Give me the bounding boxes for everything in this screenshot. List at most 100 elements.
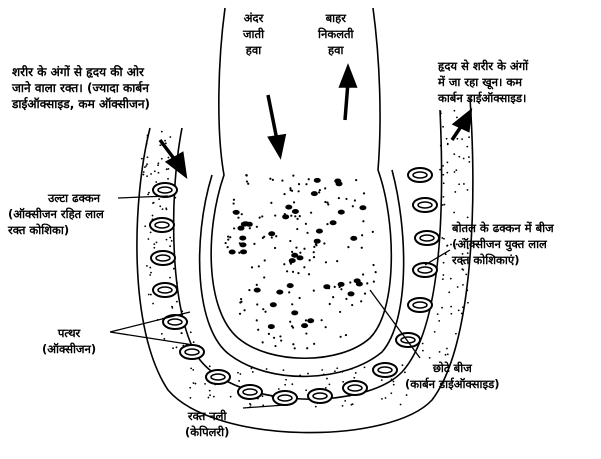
capillary-dot <box>328 383 331 386</box>
stone-oxygen <box>337 281 345 287</box>
label-line: छोटे बीज <box>432 361 472 375</box>
label-line: शरीर के अंगों से हृदय की ओर <box>12 65 144 79</box>
capillary-dot <box>342 380 345 383</box>
small-seed-dot <box>304 319 308 322</box>
small-seed-dot <box>269 177 272 180</box>
capillary-dot <box>172 347 174 350</box>
capillary-dot <box>463 183 465 185</box>
small-seed-dot <box>351 205 354 208</box>
small-seed-dot <box>289 188 292 192</box>
stone-oxygen <box>335 181 343 187</box>
stone-oxygen <box>239 235 247 241</box>
capillary-dot <box>336 367 339 370</box>
capillary-dot <box>189 331 192 334</box>
capillary-dot <box>461 306 464 309</box>
stone-oxygen <box>285 204 293 210</box>
stone-oxygen <box>315 228 323 234</box>
capillary-dot <box>169 236 172 239</box>
capillary-dot <box>353 376 356 379</box>
capillary-dot <box>163 337 166 340</box>
small-seed-dot <box>238 251 241 254</box>
capillary-dot <box>354 372 357 374</box>
stone-oxygen <box>307 318 315 324</box>
small-seed-dot <box>298 215 301 218</box>
capillary-dot <box>181 332 183 335</box>
label-line: उल्टा ढक्कन <box>48 191 101 205</box>
capillary-dot <box>152 202 154 205</box>
small-seed-dot <box>360 246 363 249</box>
capillary-dot <box>160 157 163 160</box>
capillary-dot <box>282 369 285 371</box>
small-seed-dot <box>283 192 286 196</box>
small-seed-dot <box>288 291 291 294</box>
capillary-dot <box>441 204 444 206</box>
small-seed-dot <box>283 263 286 266</box>
small-seed-dot <box>227 238 230 241</box>
label-small-seeds: छोटे बीज (कार्बन डाईऑक्साइड) <box>405 360 500 392</box>
small-seed-dot <box>291 270 295 273</box>
small-seed-dot <box>291 303 294 306</box>
capillary-dot <box>438 320 441 322</box>
capillary-dot <box>446 347 448 350</box>
stone-oxygen <box>268 231 276 237</box>
small-seed-dot <box>296 227 299 231</box>
small-seed-dot <box>275 235 278 238</box>
small-seed-dot <box>324 200 327 204</box>
label-stones: पत्थर (ऑक्सीजन) <box>42 325 96 357</box>
capillary-dot <box>421 342 424 345</box>
oxygenated-red-blood-cell <box>342 380 368 396</box>
small-seed-dot <box>281 179 284 182</box>
stone-oxygen <box>329 220 337 226</box>
stone-oxygen <box>245 221 253 227</box>
stone-oxygen <box>291 208 299 214</box>
capillary-dot <box>468 156 470 158</box>
label-blood-from-heart: हृदय से शरीर के अंगों में जा रहा खून। कम… <box>438 58 528 106</box>
small-seed-dot <box>349 281 352 284</box>
capillary-dot <box>169 276 171 279</box>
small-seed-dot <box>366 282 369 285</box>
small-seed-dot <box>247 182 250 185</box>
label-line: (ऑक्सीजन युक्त लाल <box>452 237 547 251</box>
capillary-dot <box>442 182 445 185</box>
capillary-dot <box>172 267 175 270</box>
label-line: जाती <box>243 27 265 41</box>
small-seed-dot <box>313 245 316 248</box>
capillary-dot <box>314 405 317 408</box>
capillary-dot <box>165 207 168 210</box>
capillary-dot <box>453 153 456 156</box>
stone-oxygen <box>310 191 318 197</box>
capillary-dot <box>171 305 173 308</box>
red-blood-cells <box>149 167 440 406</box>
capillary-dot <box>466 145 469 148</box>
small-seed-dot <box>279 335 282 338</box>
capillary-dot <box>450 243 452 246</box>
capillary-dot <box>461 268 464 271</box>
capillary-dot <box>153 246 156 249</box>
small-seed-dot <box>353 199 357 202</box>
small-seed-dot <box>267 332 270 335</box>
small-seed-dot <box>270 201 273 204</box>
small-seed-dot <box>272 336 276 339</box>
small-seed-dot <box>298 296 301 300</box>
small-seed-dot <box>312 251 315 254</box>
small-seed-dot <box>292 201 296 204</box>
particles <box>141 109 471 408</box>
oxygenated-red-blood-cell <box>407 297 433 313</box>
capillary-dot <box>299 374 302 377</box>
stone-oxygen <box>323 284 331 290</box>
small-seed-dot <box>306 347 309 350</box>
capillary-dot <box>441 278 444 281</box>
capillary-dot <box>380 379 383 381</box>
small-seed-dot <box>257 265 260 268</box>
small-seed-dot <box>262 308 265 311</box>
capillary-dot <box>442 261 445 264</box>
capillary-dot <box>446 171 449 174</box>
small-seed-dot <box>239 297 243 301</box>
small-seed-dot <box>324 187 327 190</box>
deoxygenated-red-blood-cell <box>152 182 178 198</box>
small-seed-dot <box>256 303 259 306</box>
small-seed-dot <box>270 236 273 239</box>
air-out-arrow <box>343 81 350 121</box>
small-seed-dot <box>250 266 254 269</box>
small-seed-dot <box>326 201 329 204</box>
